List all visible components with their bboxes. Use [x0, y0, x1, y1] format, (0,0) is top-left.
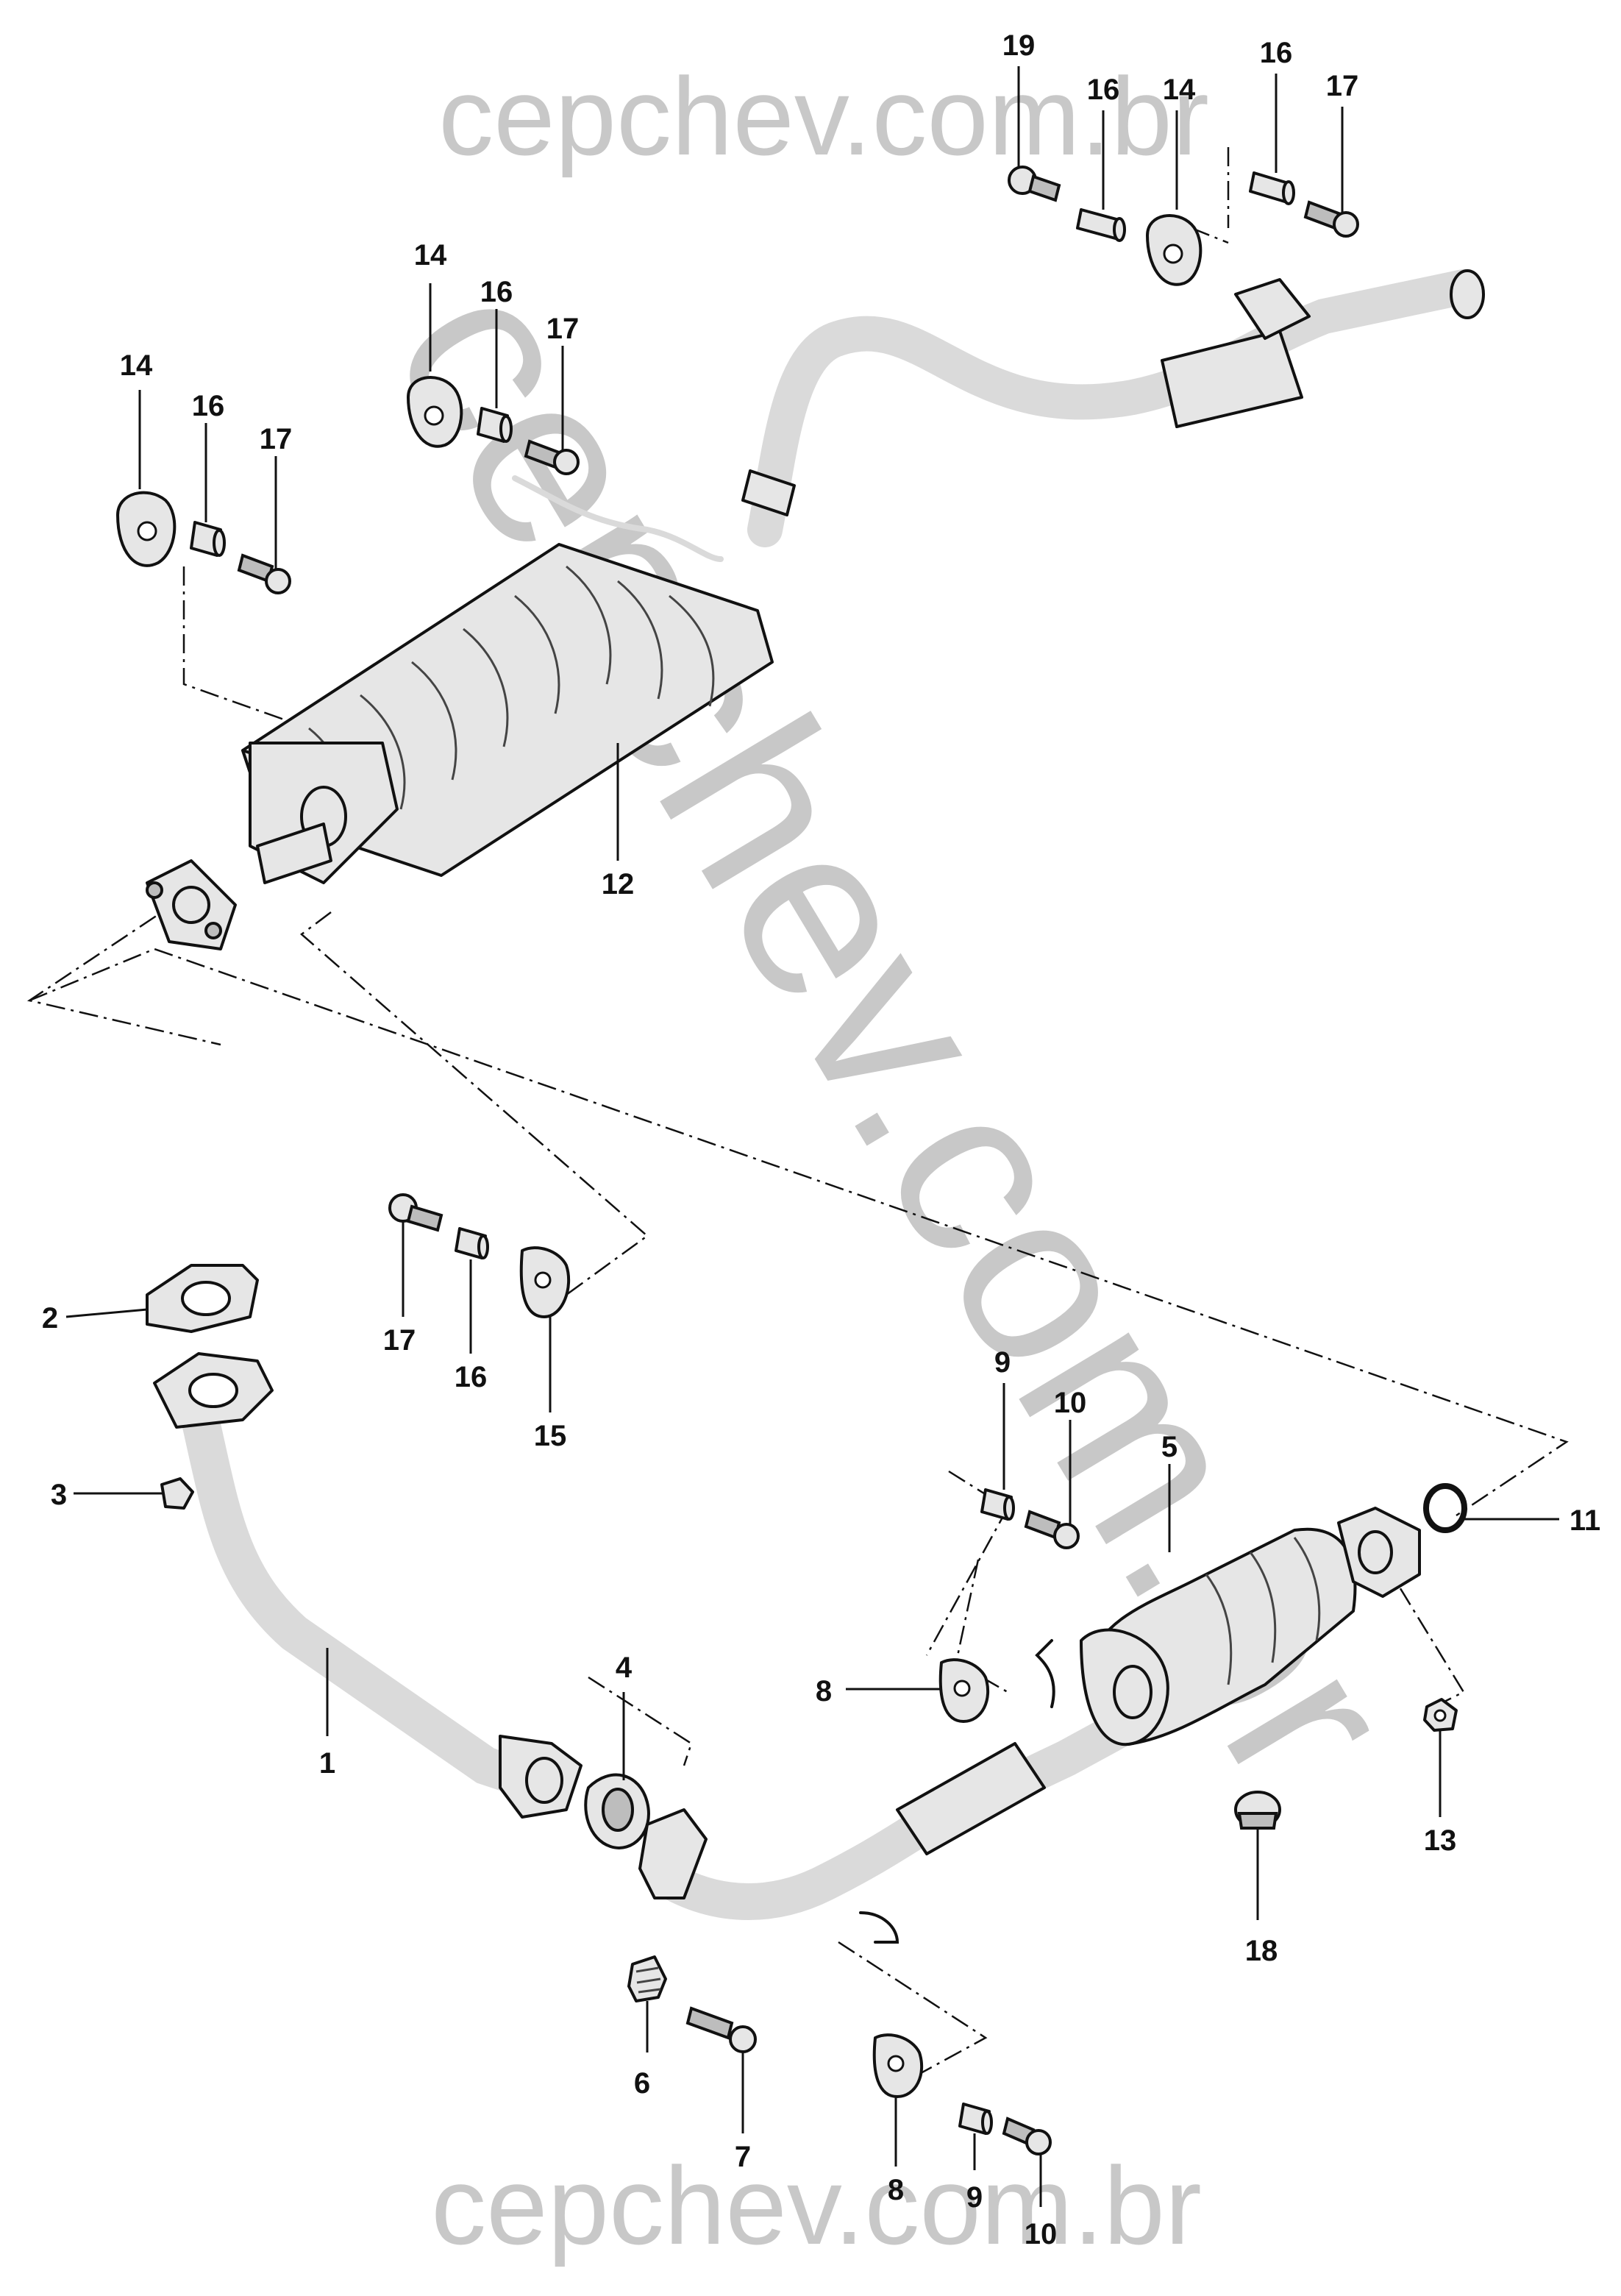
callout-16c: 16 — [1087, 74, 1120, 106]
hanger-rubber-14b — [407, 376, 463, 448]
bolt-17b — [524, 439, 580, 475]
callout-5: 5 — [1161, 1431, 1178, 1463]
callout-10a: 10 — [1054, 1387, 1087, 1419]
callout-18: 18 — [1245, 1935, 1278, 1967]
callout-16a: 16 — [192, 390, 225, 422]
callout-1: 1 — [319, 1747, 335, 1780]
callout-labels: 1 2 3 4 5 6 7 8 8 9 9 10 10 11 12 13 14 … — [42, 29, 1600, 2250]
bolt-19 — [1008, 166, 1061, 202]
bolt-17d — [388, 1193, 443, 1232]
callout-11: 11 — [1570, 1504, 1600, 1537]
hanger-8b — [872, 2033, 924, 2098]
callout-14b: 14 — [414, 239, 447, 271]
bolt-10a — [1024, 1510, 1080, 1549]
callout-16e: 16 — [455, 1361, 488, 1393]
callout-8b: 8 — [888, 2174, 904, 2206]
callout-16b: 16 — [480, 276, 513, 308]
callout-17b: 17 — [546, 313, 580, 345]
nut-13 — [1423, 1698, 1458, 1732]
bolt-17a — [237, 553, 291, 594]
bolt-7 — [685, 2006, 757, 2053]
converter-ribs — [1205, 1537, 1321, 1685]
seal-ring-4 — [584, 1773, 650, 1849]
gasket-ring-11 — [1423, 1483, 1467, 1533]
rear-muffler-assembly — [146, 269, 1485, 950]
spring-nut-6 — [627, 1955, 667, 2002]
callout-16d: 16 — [1260, 37, 1293, 69]
gasket-2 — [146, 1264, 259, 1333]
hanger-8a — [938, 1658, 990, 1723]
center-pipe-and-converter — [638, 1507, 1421, 1944]
callout-8a: 8 — [816, 1675, 832, 1707]
callout-6: 6 — [634, 2067, 650, 2100]
callout-9a: 9 — [994, 1346, 1011, 1379]
callout-13: 13 — [1424, 1824, 1457, 1857]
spacer-16d — [1249, 171, 1295, 205]
callout-14a: 14 — [120, 349, 153, 382]
callout-7: 7 — [735, 2141, 751, 2173]
callout-10b: 10 — [1025, 2218, 1058, 2250]
bolt-17c — [1303, 200, 1359, 238]
hanger-rubber-14a — [116, 491, 177, 567]
spacer-16e — [455, 1227, 489, 1259]
callout-9b: 9 — [966, 2181, 983, 2214]
plug-18 — [1234, 1791, 1281, 1830]
muffler-ribs — [308, 565, 715, 839]
bolt-10b — [1002, 2116, 1052, 2155]
nut-3 — [160, 1477, 194, 1510]
spacer-9b — [958, 2103, 993, 2135]
watermark-top: cepchev.com.br — [438, 54, 1209, 178]
spacer-9a — [980, 1488, 1015, 1521]
watermark-bottom: cepchev.com.br — [431, 2144, 1202, 2267]
spacer-16a — [190, 521, 226, 557]
callout-15: 15 — [534, 1420, 567, 1452]
callout-17d: 17 — [383, 1324, 416, 1357]
callout-2: 2 — [42, 1302, 58, 1334]
front-exhaust-pipe — [153, 1352, 583, 1819]
callout-17c: 17 — [1326, 70, 1359, 102]
spacer-16c — [1076, 208, 1126, 242]
callout-3: 3 — [51, 1479, 67, 1511]
spacer-16b — [477, 407, 513, 443]
callout-19: 19 — [1002, 29, 1036, 62]
callout-17a: 17 — [260, 423, 293, 455]
hanger-rubber-14c — [1146, 214, 1203, 286]
hanger-15 — [519, 1246, 571, 1318]
callout-4: 4 — [616, 1652, 633, 1684]
leader-lines — [65, 66, 1559, 2207]
callout-12: 12 — [602, 868, 635, 900]
callout-14c: 14 — [1163, 74, 1196, 106]
